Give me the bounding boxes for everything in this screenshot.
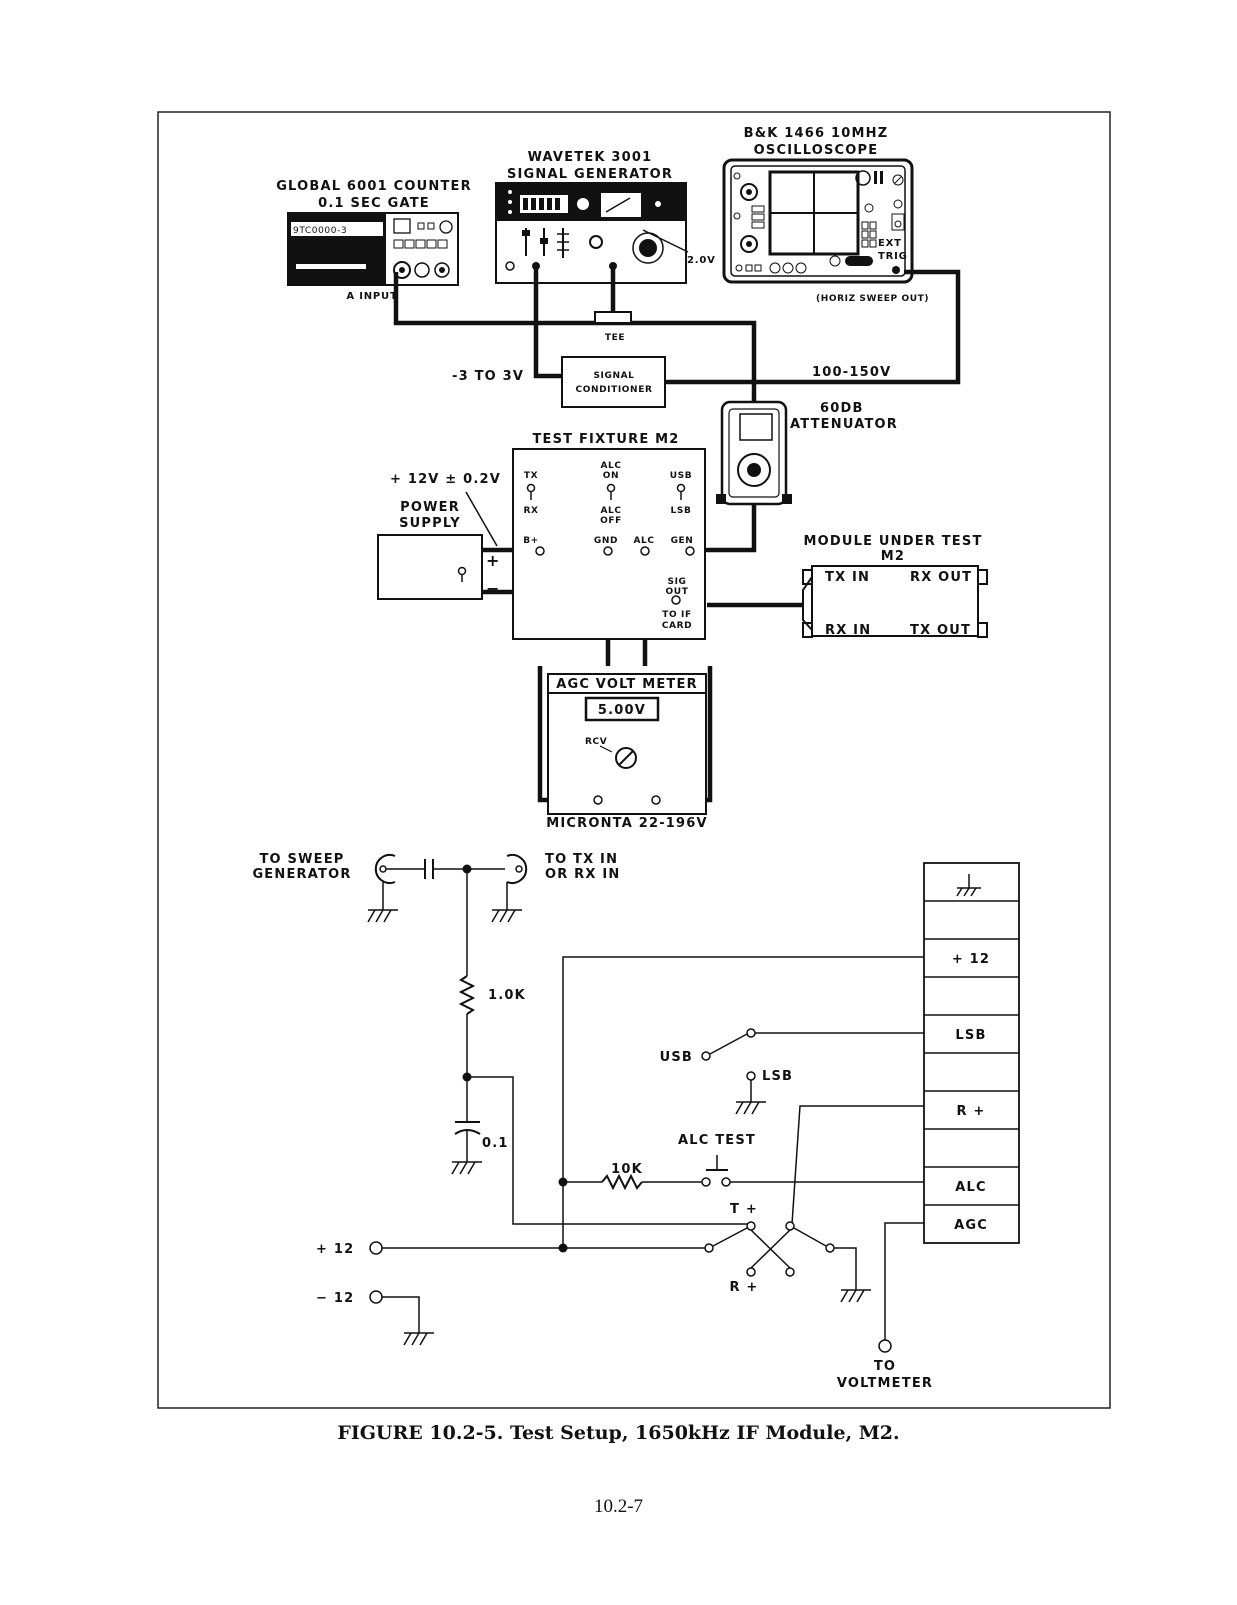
figure-caption: FIGURE 10.2-5. Test Setup, 1650kHz IF Mo… xyxy=(337,1422,900,1444)
fixture-alc-off-2: OFF xyxy=(600,516,622,526)
fixture-tx-label: TX xyxy=(524,471,538,481)
meter-title: AGC VOLT METER xyxy=(556,677,698,692)
pin-connector: + 12 LSB R + ALC AGC xyxy=(923,862,1020,1244)
figure-frame xyxy=(157,111,1111,1409)
fixture-title: TEST FIXTURE M2 xyxy=(532,432,679,447)
tee-connector: TEE xyxy=(594,311,632,343)
sweep-label-2: GENERATOR xyxy=(252,867,351,882)
signal-generator: WAVETEK 3001 SIGNAL GENERATOR 2.0V xyxy=(495,150,716,284)
counter-input-label: A INPUT xyxy=(346,291,397,302)
generator-title-2: SIGNAL GENERATOR xyxy=(507,167,673,182)
fixture-alc-jack xyxy=(640,546,650,556)
module-under-test: MODULE UNDER TEST M2 TX IN RX OUT RX IN … xyxy=(802,534,988,638)
pin-label-alc: ALC xyxy=(955,1180,987,1195)
pin-label-rplus: R + xyxy=(956,1104,985,1119)
fixture-lsb-label: LSB xyxy=(671,506,692,516)
voltmeter-label-1: TO xyxy=(874,1359,896,1374)
fixture-sig-2: OUT xyxy=(666,587,689,597)
capacitor-label: 0.1 xyxy=(482,1136,509,1151)
fixture-sig-1: SIG xyxy=(667,577,686,587)
conditioner-out-range: 100-150V xyxy=(812,365,891,380)
alc-test-label: ALC TEST xyxy=(678,1133,756,1148)
fixture-gnd-jack xyxy=(603,546,613,556)
scope-title-1: B&K 1466 10MHZ xyxy=(744,126,889,141)
generator-level: 2.0V xyxy=(687,255,716,266)
fixture-bplus-label: B+ xyxy=(523,536,539,546)
test-fixture: TEST FIXTURE M2 TX RX ALC ON ALC OFF USB… xyxy=(512,432,706,640)
fixture-sig-3: TO IF xyxy=(662,610,691,620)
fixture-alc-off-1: ALC xyxy=(600,506,621,516)
conditioner-line-1: SIGNAL xyxy=(593,371,634,381)
module-rx-out: RX OUT xyxy=(910,570,972,585)
ground-symbols xyxy=(367,909,871,1346)
counter-title-1: GLOBAL 6001 COUNTER xyxy=(276,179,472,194)
pin-label-lsb: LSB xyxy=(955,1028,986,1043)
fixture-alc-on-2: ON xyxy=(603,471,619,481)
schematic: TO SWEEP GENERATOR TO TX IN OR RX IN xyxy=(252,852,1020,1391)
meter-model: MICRONTA 22-196V xyxy=(546,816,708,831)
fixture-bplus-jack xyxy=(535,546,545,556)
fixture-alc-on-1: ALC xyxy=(600,461,621,471)
fixture-alc-label: ALC xyxy=(633,536,654,546)
scope-horiz-label: (HORIZ SWEEP OUT) xyxy=(816,294,929,304)
resistor-1k-label: 1.0K xyxy=(488,988,526,1003)
module-tx-out: TX OUT xyxy=(910,623,971,638)
tee-label: TEE xyxy=(605,333,625,343)
chassis-ground-icon xyxy=(956,874,981,897)
minus12-label: − 12 xyxy=(316,1291,354,1306)
agc-volt-meter: AGC VOLT METER 5.00V RCV MICRONTA 22-196… xyxy=(546,673,708,831)
fixture-gen-label: GEN xyxy=(671,536,694,546)
sweep-label-1: TO SWEEP xyxy=(259,852,344,867)
oscilloscope: B&K 1466 10MHZ OSCILLOSCOPE EXT TRIG xyxy=(722,126,929,304)
conditioner-line-2: CONDITIONER xyxy=(576,385,653,395)
counter: GLOBAL 6001 COUNTER 0.1 SEC GATE 9TC0000… xyxy=(276,179,472,302)
power-line-2: SUPPLY xyxy=(399,516,461,531)
meter-range-knob xyxy=(615,747,637,769)
plus12-label: + 12 xyxy=(316,1242,354,1257)
generator-title-1: WAVETEK 3001 xyxy=(528,150,653,165)
attenuator-line-2: ATTENUATOR xyxy=(790,417,898,432)
fixture-usb-label: USB xyxy=(670,471,692,481)
voltmeter-label-2: VOLTMETER xyxy=(837,1376,933,1391)
usb-switch-label: USB xyxy=(660,1050,693,1065)
txin-label-2: OR RX IN xyxy=(545,867,620,882)
fixture-gen-jack xyxy=(685,546,695,556)
counter-display: 9TC0000-3 xyxy=(293,226,347,236)
power-minus: − xyxy=(486,579,501,598)
lsb-switch-label: LSB xyxy=(762,1069,793,1084)
attenuator: 60DB ATTENUATOR xyxy=(716,400,898,506)
txin-label-1: TO TX IN xyxy=(545,852,618,867)
fixture-sig-4: CARD xyxy=(662,621,692,631)
counter-a-input-jack xyxy=(393,261,411,279)
power-plus: + xyxy=(486,551,501,570)
signal-conditioner: SIGNAL CONDITIONER -3 TO 3V 100-150V xyxy=(452,356,891,408)
pin-label-plus12: + 12 xyxy=(952,952,990,967)
power-line-1: POWER xyxy=(400,500,460,515)
meter-rcv-label: RCV xyxy=(585,737,607,747)
module-title-2: M2 xyxy=(881,549,905,564)
power-voltage: + 12V ± 0.2V xyxy=(390,472,501,487)
pin-label-agc: AGC xyxy=(954,1218,988,1233)
fixture-gnd-label: GND xyxy=(594,536,618,546)
module-title-1: MODULE UNDER TEST xyxy=(803,534,982,549)
module-rx-in: RX IN xyxy=(825,623,871,638)
scope-ext-label: EXT xyxy=(878,238,902,249)
module-tx-in: TX IN xyxy=(825,570,870,585)
power-supply: + 12V ± 0.2V POWER SUPPLY + − xyxy=(377,472,501,600)
attenuator-line-1: 60DB xyxy=(820,401,864,416)
rplus-label: R + xyxy=(729,1280,758,1295)
meter-reading: 5.00V xyxy=(598,703,646,718)
resistor-10k-label: 10K xyxy=(611,1162,643,1177)
fixture-sig-out-jack xyxy=(671,595,681,605)
fixture-rx-label: RX xyxy=(523,506,538,516)
scope-title-2: OSCILLOSCOPE xyxy=(754,143,879,158)
counter-title-2: 0.1 SEC GATE xyxy=(318,196,430,211)
scope-trig-label: TRIG xyxy=(878,251,908,262)
conditioner-in-range: -3 TO 3V xyxy=(452,369,524,384)
tplus-label: T + xyxy=(730,1202,758,1217)
page-number: 10.2-7 xyxy=(593,1496,644,1517)
